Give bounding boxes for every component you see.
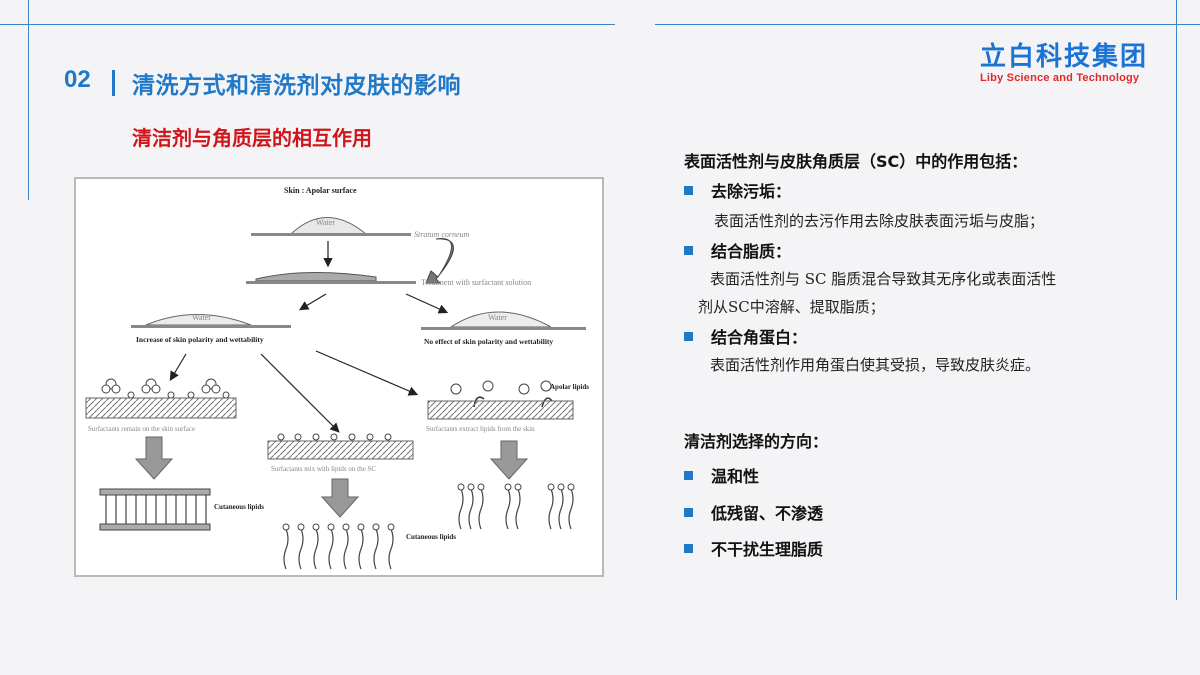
bullet-bind-lipids: 结合脂质： [684, 238, 791, 262]
frame-line-top-right [655, 24, 1200, 25]
down-arrow-middle [320, 478, 360, 518]
direction-label: 不干扰生理脂质 [711, 540, 824, 559]
lipid-bilayer-middle [282, 523, 395, 570]
section-title: 清洗方式和清洗剂对皮肤的影响 [132, 73, 461, 99]
no-effect-label: No effect of skin polarity and wettabili… [424, 337, 553, 346]
bullet-desc-line: 表面活性剂作用角蛋白使其受损，导致皮肤炎症。 [710, 356, 1041, 374]
bullet-title: 结合角蛋白： [711, 328, 808, 347]
water-label-left: Water [192, 313, 211, 322]
water-droplet-top [289, 217, 368, 235]
surfactant-skin-diagram: Skin : Apolar surface Water Stratum corn… [74, 177, 604, 577]
bullet-desc-line: 剂从SC中溶解、提取脂质； [698, 298, 885, 316]
down-arrow-right [489, 440, 529, 480]
skin-layer-left [131, 325, 291, 328]
surfactant-clusters-left [101, 378, 230, 399]
direction-item-low-residue: 低残留、不渗透 [684, 500, 823, 524]
down-arrow-left [134, 436, 174, 480]
water-droplet-left [145, 314, 252, 326]
treatment-label: Treatment with surfactant solution [421, 278, 531, 287]
arrow-to-extract [315, 350, 419, 396]
stratum-corneum-layer [251, 233, 411, 236]
bullet-desc-line: 表面活性剂的去污作用去除皮肤表面污垢与皮脂； [714, 212, 1045, 230]
treated-layer [246, 281, 416, 284]
diagram-svg: Skin : Apolar surface Water Stratum corn… [85, 186, 589, 570]
bullet-square-icon [684, 507, 693, 517]
lipid-bilayer-right [457, 483, 575, 530]
sc-interaction-heading: 表面活性剂与皮肤角质层（SC）中的作用包括： [684, 152, 1028, 171]
section-number: 02 [64, 66, 91, 93]
stratum-corneum-label: Stratum corneum [414, 230, 470, 239]
direction-label: 温和性 [711, 467, 760, 486]
arrow-right-branch [405, 293, 449, 314]
direction-item-mildness: 温和性 [684, 463, 759, 487]
frame-line-top-left [0, 24, 615, 25]
arrow-to-mix [260, 353, 340, 433]
company-logo: 立白科技集团 Liby Science and Technology [980, 42, 1160, 84]
bullet-square-icon [684, 543, 693, 553]
logo-name-cn: 立白科技集团 [980, 42, 1149, 72]
bullet-square-icon [684, 185, 693, 195]
direction-heading: 清洁剂选择的方向： [684, 432, 829, 451]
skin-block-left [85, 397, 237, 419]
frame-line-right-vertical [1176, 0, 1177, 600]
apolar-lipids-label: Apolar lipids [550, 383, 589, 391]
water-droplet-right [449, 311, 552, 328]
frame-line-left-vertical [28, 0, 29, 200]
surfactant-solution-layer [255, 271, 377, 282]
direction-label: 低残留、不渗透 [711, 504, 824, 523]
mix-label: Surfactants mix with lipids on the SC [271, 465, 376, 473]
slide-subtitle: 清洁剂与角质层的相互作用 [132, 126, 372, 150]
cutaneous-lipids-middle-label: Cutaneous lipids [406, 533, 456, 541]
increase-label: Increase of skin polarity and wettabilit… [136, 335, 264, 344]
extract-label: Surfactants extract lipids from the skin [426, 425, 535, 433]
lipid-bilayer-left [99, 488, 211, 531]
diagram-top-label: Skin : Apolar surface [284, 186, 357, 195]
bullet-title: 结合脂质： [711, 242, 792, 261]
remain-label: Surfactants remain on the skin surface [88, 425, 195, 433]
skin-layer-right [421, 327, 586, 330]
curved-treatment-arrow [425, 237, 454, 284]
bullet-title: 去除污垢： [711, 182, 792, 201]
arrow-to-remain [169, 353, 187, 382]
direction-item-no-lipid-disturb: 不干扰生理脂质 [684, 536, 823, 560]
water-label-top: Water [316, 218, 335, 227]
cutaneous-lipids-left-label: Cutaneous lipids [214, 503, 264, 511]
bullet-square-icon [684, 470, 693, 480]
surfactant-row-middle [277, 433, 392, 441]
water-label-right: Water [488, 313, 507, 322]
bullet-desc-line: 表面活性剂与 SC 脂质混合导致其无序化或表面活性 [710, 270, 1057, 288]
arrow-left-branch [298, 293, 327, 311]
skin-block-middle [267, 440, 414, 460]
section-divider [112, 70, 115, 96]
bullet-bind-keratin: 结合角蛋白： [684, 324, 807, 348]
bullet-square-icon [684, 331, 693, 341]
bullet-remove-dirt: 去除污垢： [684, 178, 791, 202]
skin-block-right [427, 400, 574, 420]
bullet-square-icon [684, 245, 693, 255]
logo-name-en: Liby Science and Technology [980, 72, 1140, 84]
